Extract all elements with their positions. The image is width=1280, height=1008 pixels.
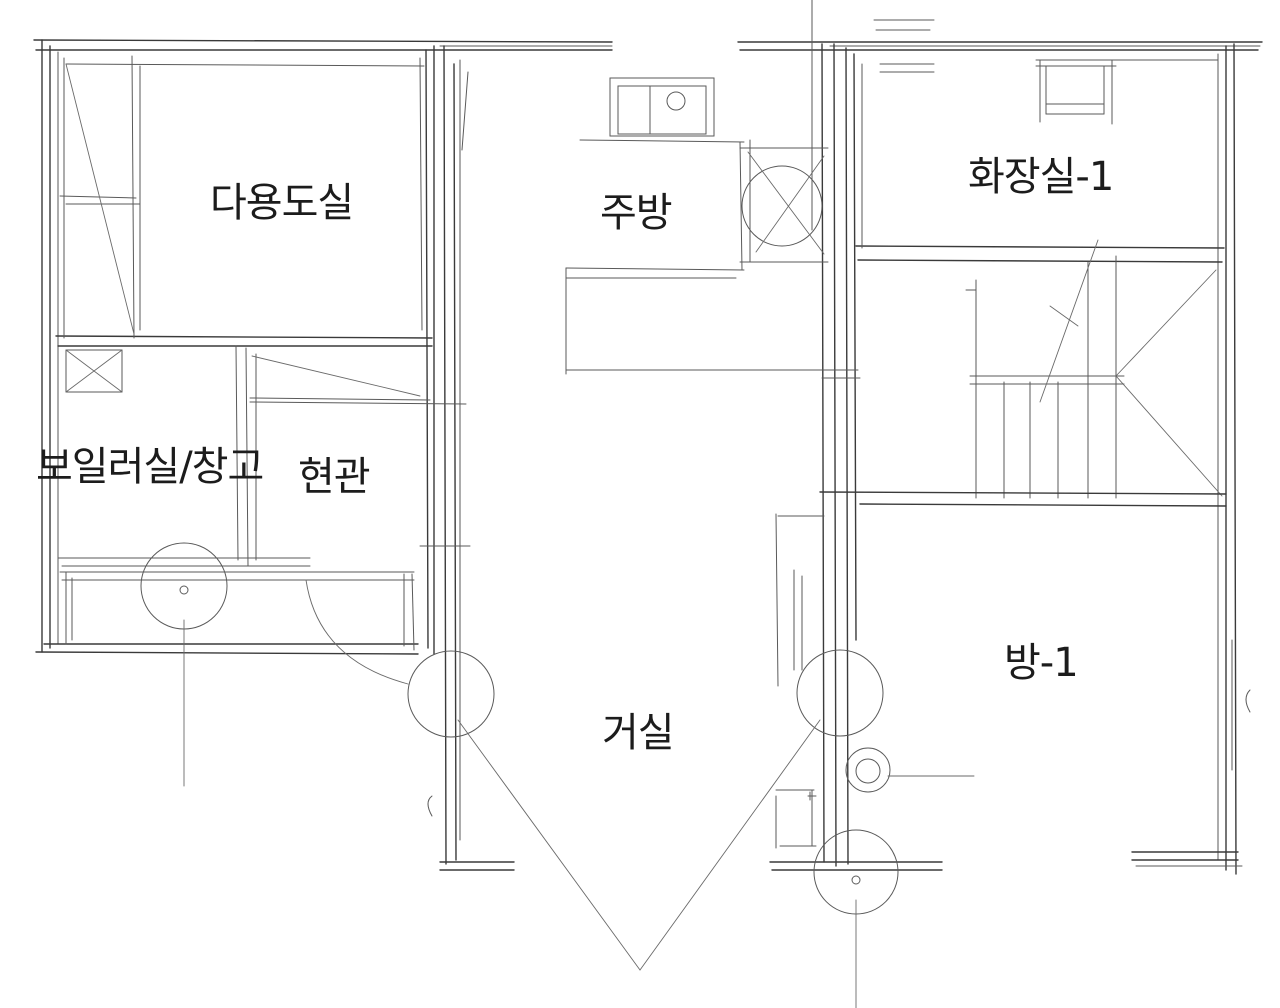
- entrance-label: 현관: [298, 454, 370, 500]
- fixtures: [140, 77, 1251, 1008]
- room1-label: 방-1: [1004, 640, 1078, 686]
- exterior-walls: [33, 19, 1263, 875]
- boiler-storage-label: 보일러실/창고: [36, 444, 263, 490]
- bathroom1-label: 화장실-1: [968, 154, 1113, 200]
- door-swings: [305, 579, 821, 971]
- interior-walls: [55, 0, 1227, 867]
- living-room-label: 거실: [602, 710, 674, 756]
- utility-room-label: 다용도실: [210, 180, 353, 226]
- kitchen-label: 주방: [600, 190, 672, 236]
- room-labels: 다용도실 주방 화장실-1 보일러실/창고 현관 거실 방-1: [36, 154, 1114, 756]
